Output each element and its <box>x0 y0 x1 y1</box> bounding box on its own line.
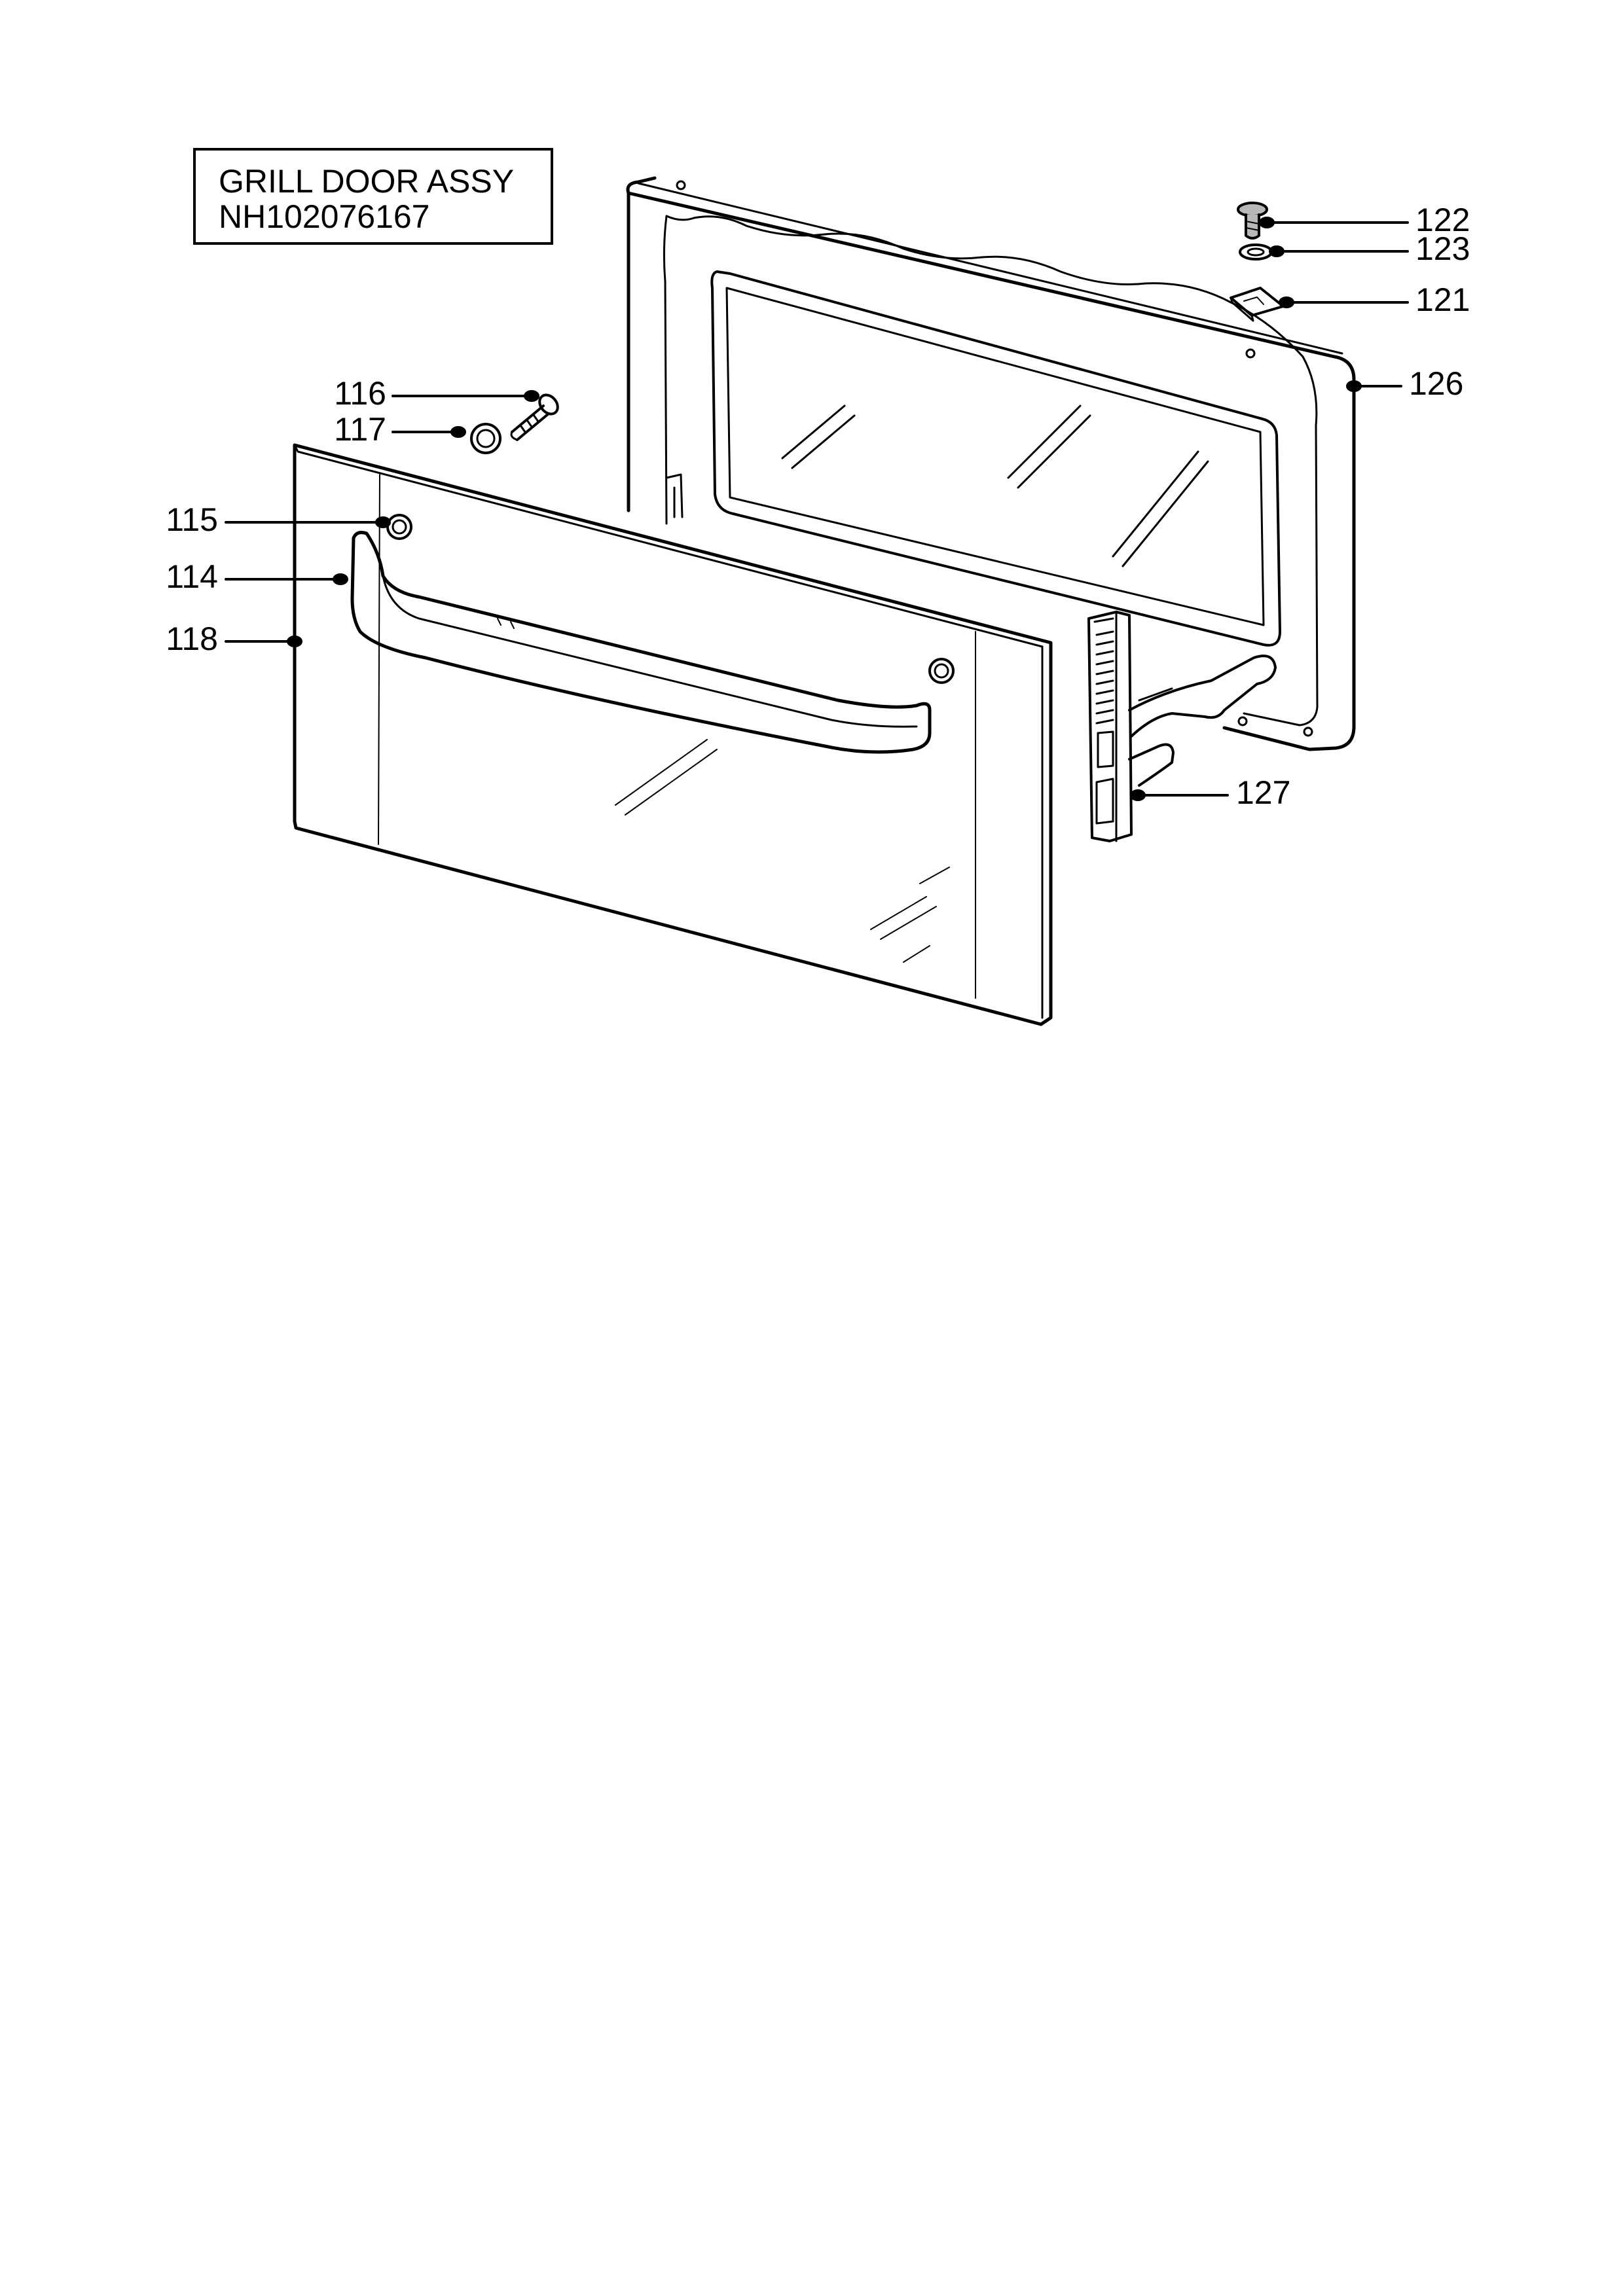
callout-115: 115 <box>166 501 218 538</box>
small-screw <box>1237 202 1268 240</box>
callout-116: 116 <box>334 375 386 412</box>
dot-122 <box>1259 217 1275 228</box>
door-hinge <box>1087 611 1277 842</box>
callout-127: 127 <box>1236 774 1290 811</box>
callout-114: 114 <box>166 558 218 595</box>
handle-screw <box>510 393 559 441</box>
dot-126 <box>1346 380 1362 392</box>
dot-123 <box>1269 245 1285 257</box>
assembly-part-number: NH102076167 <box>219 198 430 235</box>
callout-121: 121 <box>1415 281 1470 318</box>
washer <box>1239 243 1273 260</box>
callout-dots <box>287 217 1362 801</box>
callout-labels: 122 123 121 126 116 117 115 114 118 127 <box>166 202 1470 811</box>
dot-116 <box>524 390 539 402</box>
inner-door-frame <box>626 176 1356 751</box>
dot-117 <box>450 426 466 438</box>
title-box: GRILL DOOR ASSY NH102076167 <box>193 148 553 245</box>
handle-spacer <box>470 423 501 454</box>
callout-118: 118 <box>166 620 218 657</box>
door-handle <box>350 531 932 754</box>
dot-115 <box>375 516 391 528</box>
callout-117: 117 <box>334 411 386 448</box>
callout-122: 122 <box>1415 202 1470 238</box>
leader-lines <box>225 221 1409 797</box>
callout-126: 126 <box>1409 365 1463 402</box>
clip <box>1230 287 1285 322</box>
callout-123: 123 <box>1415 230 1470 267</box>
dot-127 <box>1130 789 1146 801</box>
dot-118 <box>287 636 302 647</box>
dot-114 <box>333 573 348 585</box>
outer-door-glass <box>293 443 1053 1026</box>
dot-121 <box>1279 296 1294 308</box>
assembly-name: GRILL DOOR ASSY <box>219 163 515 200</box>
